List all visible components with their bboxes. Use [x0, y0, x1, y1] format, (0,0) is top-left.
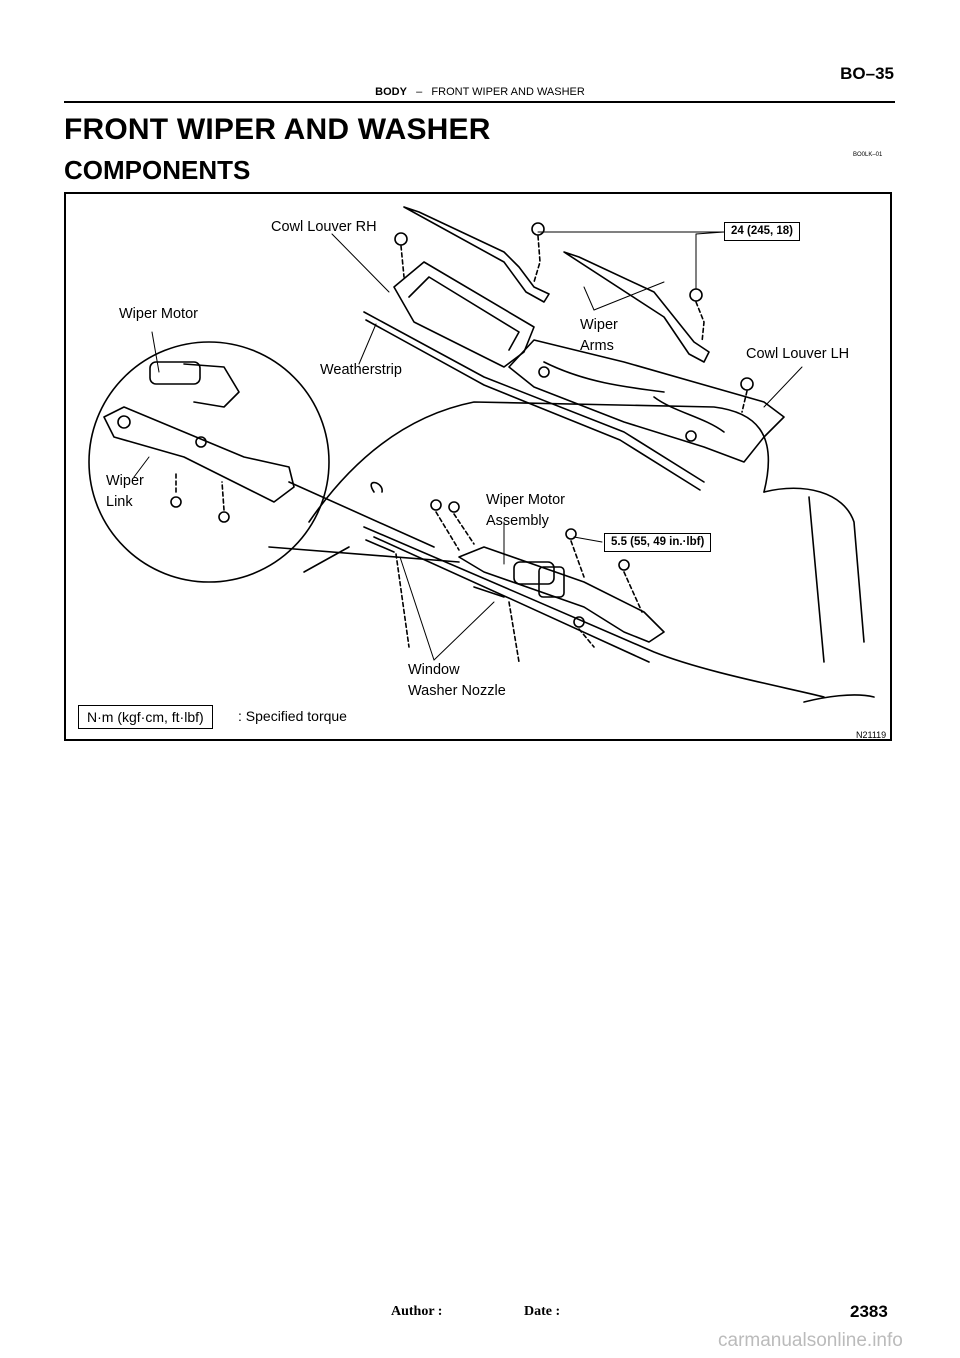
label-weatherstrip: Weatherstrip — [320, 362, 402, 378]
page-number: 2383 — [850, 1302, 888, 1321]
header-rule — [64, 101, 895, 103]
legend-torque-unit: N·m (kgf·cm, ft·lbf) — [78, 705, 213, 729]
label-wiper-arms-line1: Wiper — [580, 317, 618, 333]
date-label: Date : — [524, 1304, 561, 1319]
label-window-washer-nozzle: Window Washer Nozzle — [408, 660, 506, 702]
header-subsection: FRONT WIPER AND WASHER — [431, 86, 585, 98]
label-window-washer-nozzle-line1: Window — [408, 662, 460, 678]
figure-frame — [64, 192, 892, 741]
label-wiper-link-line2: Link — [106, 494, 133, 510]
torque-wiper-arm-nut: 24 (245, 18) — [724, 222, 801, 241]
running-header: BODY – FRONT WIPER AND WASHER — [0, 86, 960, 98]
legend-text: : Specified torque — [238, 708, 347, 724]
section-title: COMPONENTS — [64, 155, 251, 185]
label-cowl-louver-rh: Cowl Louver RH — [271, 219, 377, 235]
doc-code: BO0LK–01 — [853, 152, 883, 158]
label-wiper-motor-assembly-line2: Assembly — [486, 513, 549, 529]
label-wiper-link-line1: Wiper — [106, 473, 144, 489]
page-title: FRONT WIPER AND WASHER — [64, 113, 491, 146]
header-separator: – — [416, 86, 423, 98]
label-wiper-motor: Wiper Motor — [119, 306, 198, 322]
label-wiper-arms-line2: Arms — [580, 338, 614, 354]
label-wiper-motor-assembly: Wiper Motor Assembly — [486, 490, 565, 532]
page-code: BO–35 — [840, 64, 894, 83]
label-wiper-link: Wiper Link — [106, 471, 144, 513]
watermark: carmanualsonline.info — [718, 1330, 903, 1351]
header-section: BODY — [375, 86, 407, 98]
author-label: Author : — [391, 1304, 443, 1319]
label-wiper-arms: Wiper Arms — [580, 315, 618, 357]
wiper-components-illustration — [88, 206, 875, 703]
label-cowl-louver-lh: Cowl Louver LH — [746, 346, 850, 362]
torque-wiper-motor-bolt: 5.5 (55, 49 in.·lbf) — [604, 533, 712, 552]
figure-id: N21119 — [856, 730, 887, 740]
label-window-washer-nozzle-line2: Washer Nozzle — [408, 683, 506, 699]
label-wiper-motor-assembly-line1: Wiper Motor — [486, 492, 565, 508]
